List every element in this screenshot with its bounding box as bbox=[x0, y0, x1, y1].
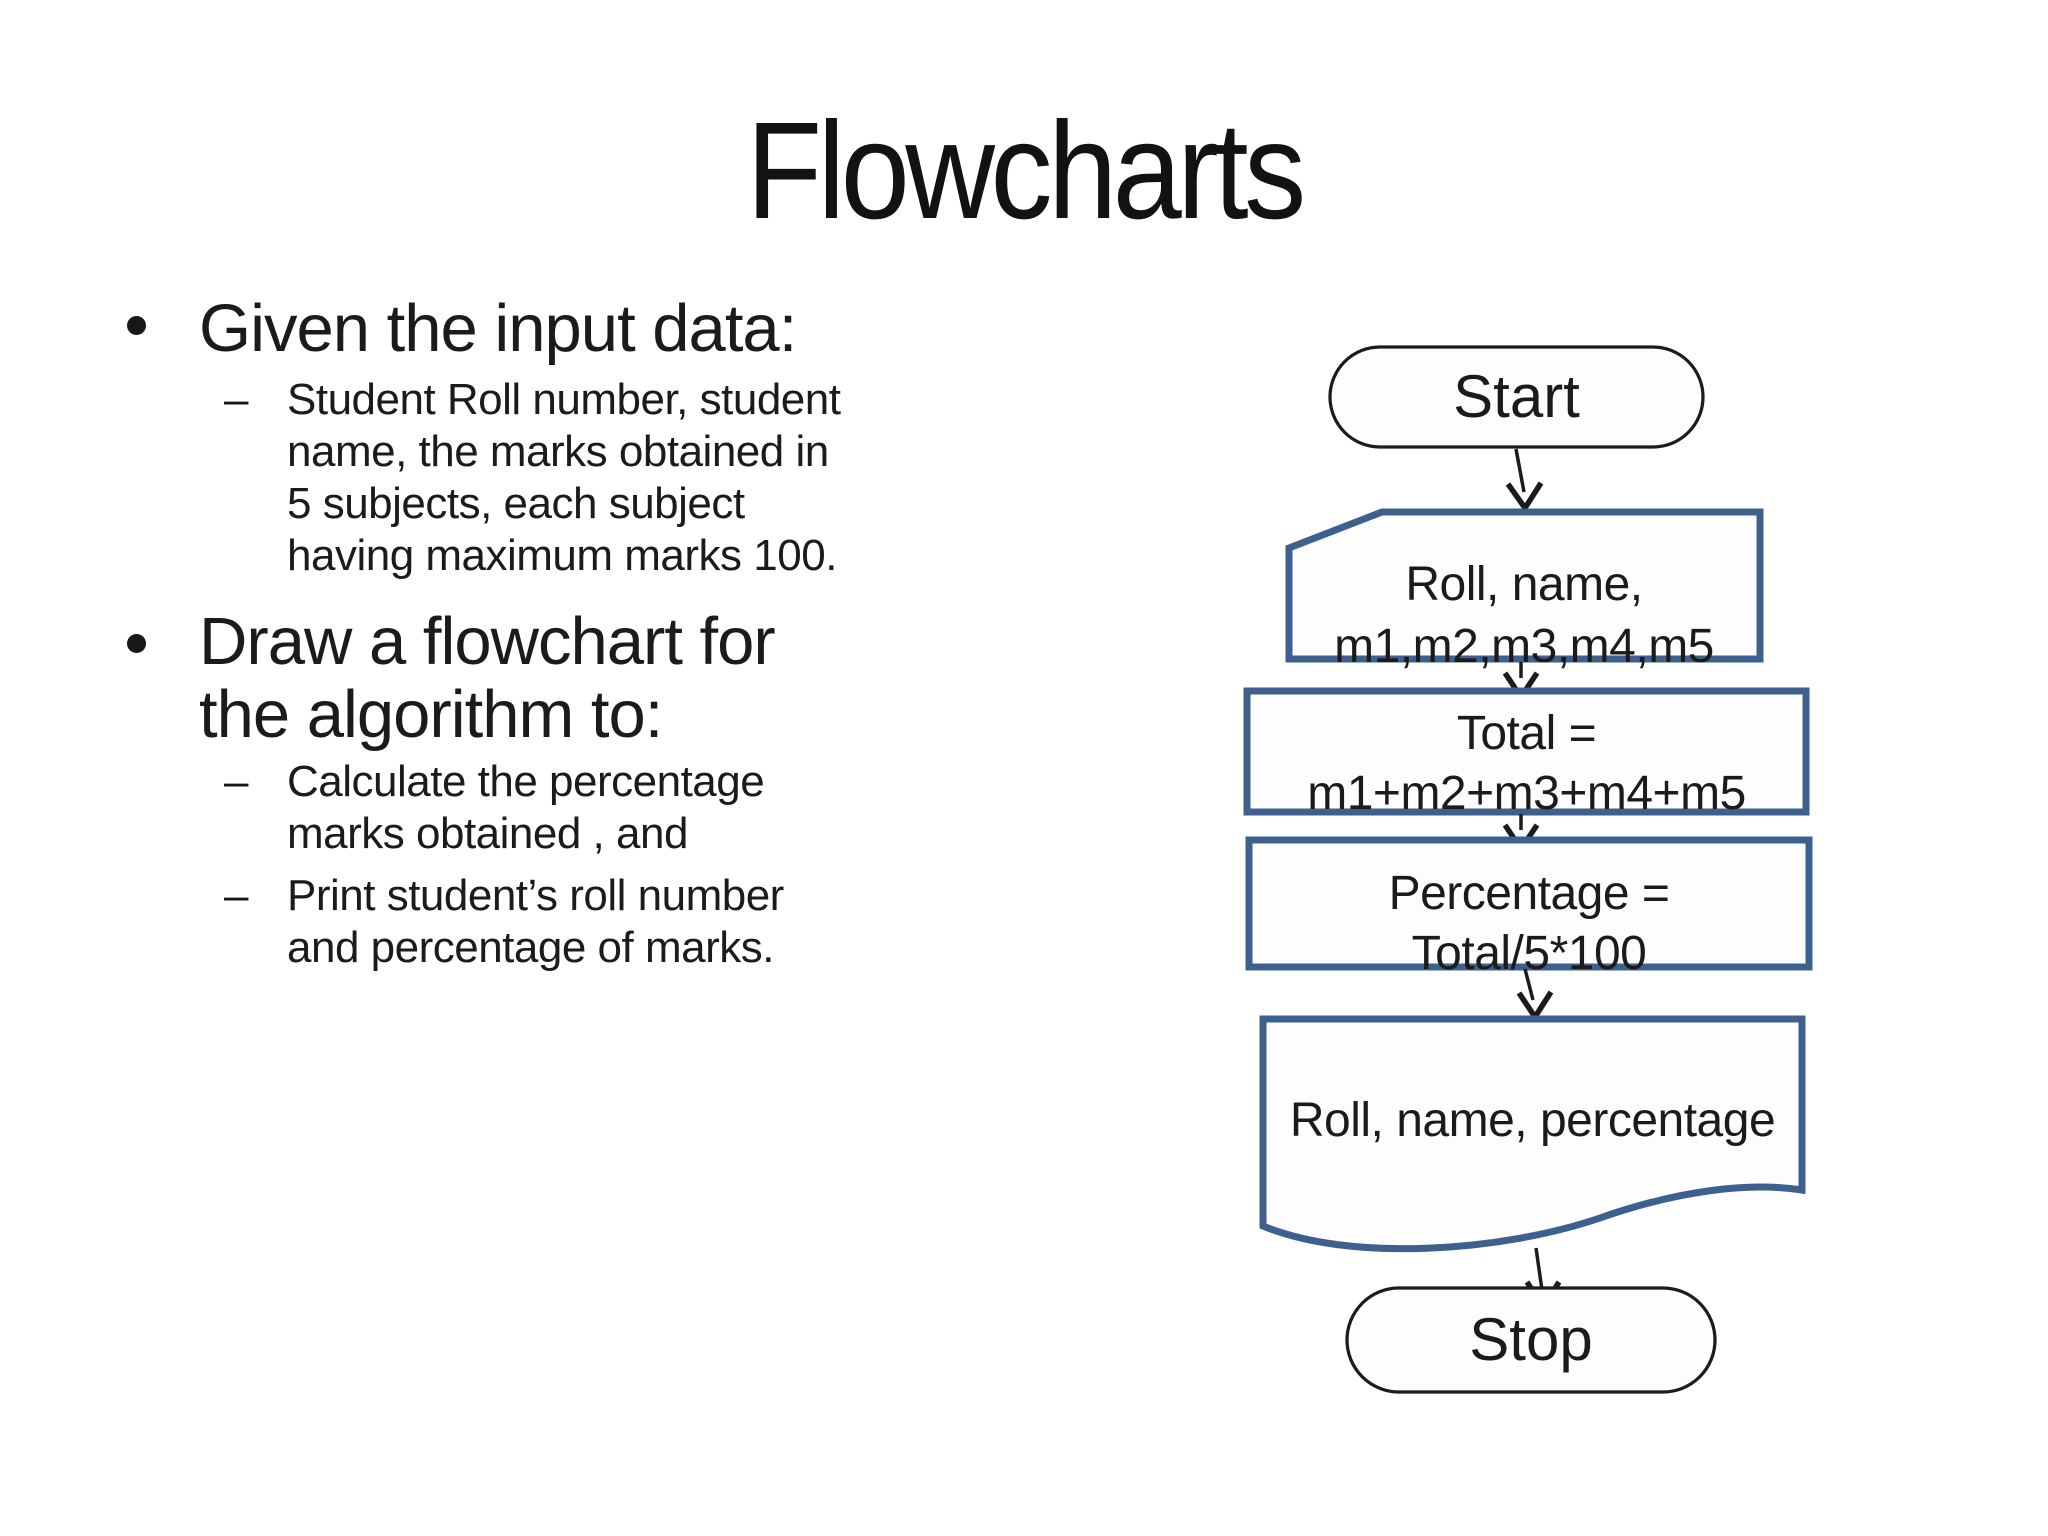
bullet-2-sub-2: Print student’s roll number and percenta… bbox=[287, 870, 784, 974]
dash-marker: – bbox=[224, 375, 249, 424]
bullet-1-sub-line: having maximum marks 100. bbox=[287, 531, 837, 580]
bullet-2-label-line: the algorithm to: bbox=[199, 677, 663, 752]
bullet-2-sub-1-line: marks obtained , and bbox=[287, 809, 688, 858]
page-title: Flowcharts bbox=[746, 94, 1306, 248]
arrow-line bbox=[1514, 448, 1526, 493]
bullet-1-sub-line: 5 subjects, each subject bbox=[287, 479, 745, 528]
arrow-head-icon bbox=[1516, 990, 1554, 1023]
flow-node-percentage-line: Percentage = bbox=[1388, 866, 1670, 920]
bullet-2-sub-1: Calculate the percentage marks obtained … bbox=[287, 756, 765, 860]
bullet-2-label: Draw a flowchart for the algorithm to: bbox=[199, 604, 776, 752]
flow-node-total-line: m1+m2+m3+m4+m5 bbox=[1307, 766, 1746, 820]
flow-node-output-label: Roll, name, percentage bbox=[1289, 1094, 1776, 1147]
bullet-dot-icon bbox=[127, 634, 146, 653]
flow-node-total-line: Total = bbox=[1456, 706, 1597, 760]
dash-marker: – bbox=[224, 757, 249, 806]
bullet-2-sub-2-line: Print student’s roll number bbox=[287, 871, 784, 920]
arrow-line bbox=[1534, 1247, 1544, 1291]
bullet-dot-icon bbox=[127, 316, 146, 335]
flow-node-total-label: Total = m1+m2+m3+m4+m5 bbox=[1247, 691, 1806, 824]
bullet-1-sub: Student Roll number, student name, the m… bbox=[287, 374, 841, 582]
flow-node-stop-label: Stop bbox=[1469, 1306, 1593, 1373]
flow-node-input-label: Roll, name, m1,m2,m3,m4,m5 bbox=[1288, 520, 1760, 686]
bullet-2-sub-1-line: Calculate the percentage bbox=[287, 757, 765, 806]
flow-node-start-label: Start bbox=[1453, 363, 1580, 430]
flow-node-percentage-label: Percentage = Total/5*100 bbox=[1249, 840, 1809, 987]
bullet-1-label: Given the input data: bbox=[199, 291, 797, 366]
flow-node-input-line: Roll, name, bbox=[1405, 558, 1643, 611]
dash-marker: – bbox=[224, 871, 249, 920]
bullet-1-sub-line: name, the marks obtained in bbox=[287, 427, 829, 476]
flow-node-percentage-line: Total/5*100 bbox=[1411, 926, 1647, 980]
bullet-2-label-line: Draw a flowchart for bbox=[199, 604, 776, 679]
arrow-head-icon bbox=[1505, 481, 1544, 513]
bullet-2-sub-2-line: and percentage of marks. bbox=[287, 923, 774, 972]
flow-node-input-line: m1,m2,m3,m4,m5 bbox=[1334, 620, 1714, 673]
bullet-1-sub-line: Student Roll number, student bbox=[287, 375, 841, 424]
